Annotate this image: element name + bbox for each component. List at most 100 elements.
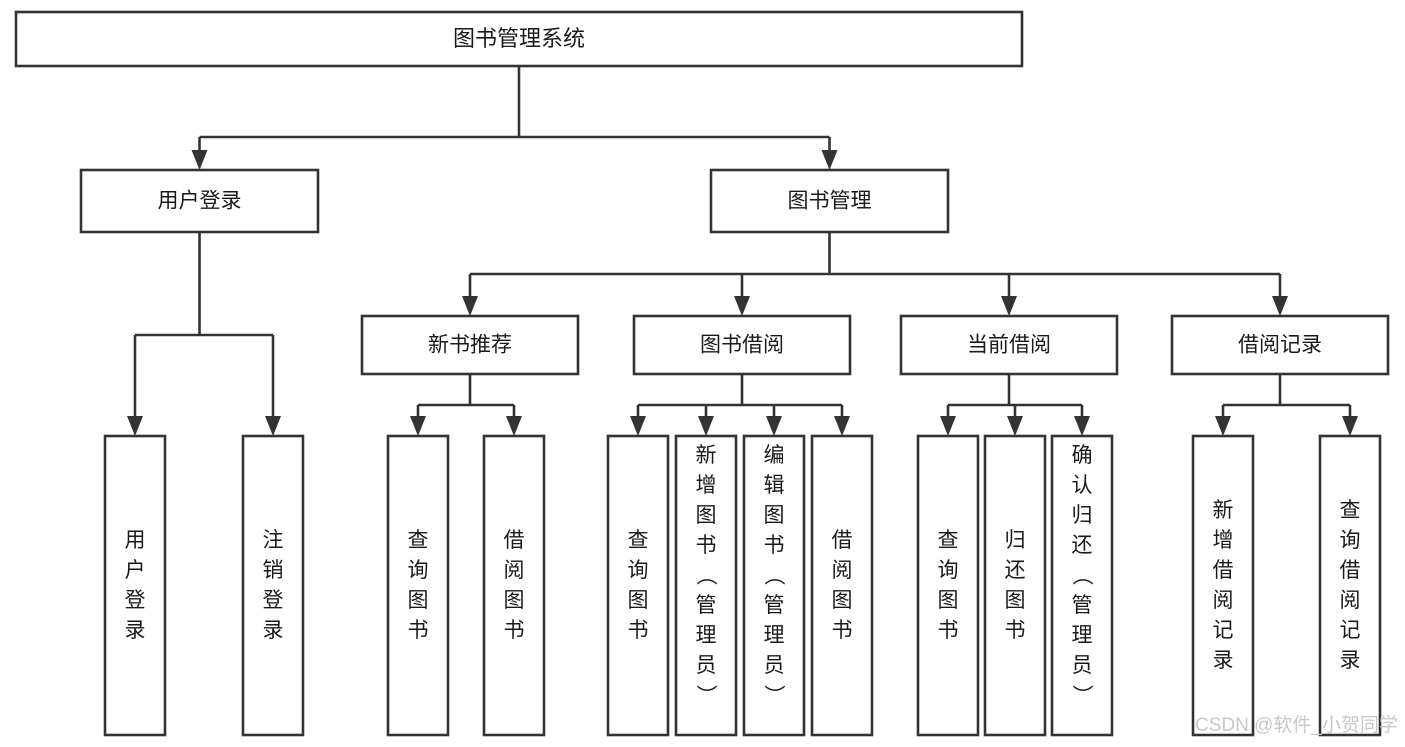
borrow-record-to-leaves-arrowhead-1 [1342,416,1358,436]
leaf-label-char: 查 [1340,499,1361,522]
book-borrow-to-leaves-arrowhead-2 [766,416,782,436]
leaf-label-char: 图 [764,504,785,527]
leaf-label-char: 用 [125,529,146,552]
leaf-label-char: （ [762,565,785,586]
current-borrow-to-leaves-arrowhead-0 [940,416,956,436]
leaf-label-char: 理 [696,624,717,647]
leaf-label-char: 新 [1213,499,1234,522]
leaf-label-char: 查 [938,529,959,552]
leaf-label-char: 查 [408,529,429,552]
node-label: 用户登录 [158,190,242,213]
leaf-label-char: 记 [1340,619,1361,642]
leaf-label-char: 书 [628,619,649,642]
book-borrow-to-leaves-arrowhead-0 [630,416,646,436]
leaf-label-char: 书 [696,534,717,557]
node-user-login[interactable]: 用户登录 [79,168,320,234]
leaf-label-char: 归 [1072,504,1093,527]
node-book-borrow[interactable]: 图书借阅 [632,314,852,376]
leaf-label-char: 登 [125,589,146,612]
leaf-label-char: 管 [764,594,785,617]
root-to-level2-arrowhead-1 [821,150,838,170]
leaf-label-char: 书 [764,534,785,557]
leaf-label-char: 借 [1340,559,1361,582]
leaf-label-char: 书 [938,619,959,642]
leaf-label-char: 图 [832,589,853,612]
leaf-label-char: 录 [263,619,284,642]
leaf-label-char: 图 [938,589,959,612]
leaf-label-char: 借 [1213,559,1234,582]
bookmanage-to-level3-arrowhead-1 [734,296,750,316]
leaf-label-char: 图 [504,589,525,612]
leaf-label-char: 图 [1005,589,1026,612]
node-new-book-rec[interactable]: 新书推荐 [360,314,580,376]
leaf-label-char: 录 [125,619,146,642]
leaf-label-char: ） [762,685,785,706]
current-borrow-to-leaves-arrowhead-2 [1074,416,1090,436]
leaf-label-char: 查 [628,529,649,552]
leaf-label-char: 阅 [1213,589,1234,612]
leaf-label-char: 编 [764,444,785,467]
leaf-label-char: 借 [832,529,853,552]
leaf-label-char: 员 [764,654,785,677]
leaf-label-char: 认 [1072,474,1093,497]
leaf-label-char: 管 [696,594,717,617]
book-borrow-to-leaves-arrowhead-1 [698,416,714,436]
leaf-label-char: （ [694,565,717,586]
node-root-system[interactable]: 图书管理系统 [14,10,1024,68]
leaf-label-char: 登 [263,589,284,612]
bookmanage-to-level3-arrowhead-3 [1272,296,1288,316]
csdn-watermark: CSDN @软件_小贺同学 [1195,714,1398,736]
leaf-label-char: 图 [696,504,717,527]
node-borrow-record[interactable]: 借阅记录 [1170,314,1390,376]
leaf-label-char: 借 [504,529,525,552]
node-label: 新书推荐 [428,334,512,357]
leaf-label-char: 阅 [832,559,853,582]
leaf-label-char: 录 [1340,649,1361,672]
bookmanage-to-level3-arrowhead-0 [462,296,478,316]
leaf-label-char: 询 [938,559,959,582]
leaf-label-char: ） [1070,685,1093,706]
leaf-label-char: 管 [1072,594,1093,617]
new-book-rec-to-leaves-arrowhead-1 [506,416,522,436]
leaf-node-leaf-user-login[interactable]: 用户登录 [103,434,167,737]
leaf-label-char: 书 [504,619,525,642]
bookmanage-to-level3-arrowhead-2 [1001,296,1017,316]
node-label: 当前借阅 [967,334,1051,357]
leaf-label-char: 销 [263,559,284,582]
leaf-label-char: 书 [408,619,429,642]
leaf-label-char: 理 [764,624,785,647]
leaf-label-char: （ [1070,565,1093,586]
root-to-level2-arrowhead-0 [191,150,208,170]
node-current-borrow[interactable]: 当前借阅 [899,314,1119,376]
connector-layer [127,66,1358,436]
leaf-label-char: 增 [696,474,717,497]
node-layer: 图书管理系统用户登录图书管理新书推荐图书借阅当前借阅借阅记录用户登录注销登录查询… [14,10,1390,737]
leaf-label-char: 录 [1213,649,1234,672]
leaf-label-char: 图 [628,589,649,612]
user-login-to-leaves-arrowhead-0 [127,416,143,436]
book-borrow-to-leaves-arrowhead-3 [834,416,850,436]
leaf-label-char: 员 [696,654,717,677]
leaf-label-char: 书 [832,619,853,642]
user-login-to-leaves-arrowhead-1 [265,416,281,436]
leaf-label-char: 还 [1072,534,1093,557]
new-book-rec-to-leaves-arrowhead-0 [410,416,426,436]
node-book-manage[interactable]: 图书管理 [709,168,950,234]
leaf-label-char: 注 [263,529,284,552]
leaf-label-char: 阅 [1340,589,1361,612]
leaf-label-char: 记 [1213,619,1234,642]
